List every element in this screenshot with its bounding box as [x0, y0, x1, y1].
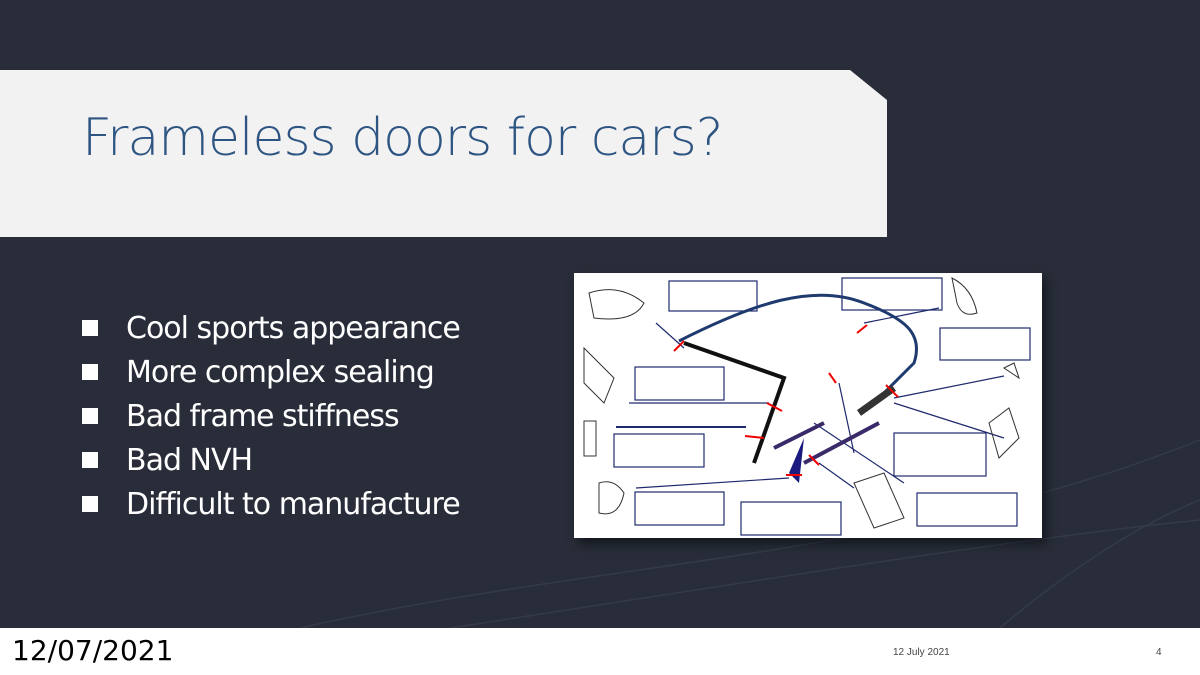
bullet-square-icon	[82, 452, 98, 468]
footer-date: 12/07/2021	[12, 634, 174, 667]
bullet-item: Bad NVH	[82, 438, 460, 482]
title-box: Frameless doors for cars?	[0, 70, 887, 237]
slide-title: Frameless doors for cars?	[82, 108, 723, 168]
bullet-item: Cool sports appearance	[82, 306, 461, 350]
bullet-item: Difficult to manufacture	[82, 482, 461, 526]
bullet-item: More complex sealing	[82, 350, 460, 394]
bullet-square-icon	[82, 408, 98, 424]
door-seal-diagram-image	[574, 273, 1042, 538]
page-number: 4	[1156, 647, 1162, 658]
bullet-list: Cool sports appearance More complex seal…	[82, 306, 461, 526]
bullet-square-icon	[82, 364, 98, 380]
slide: Frameless doors for cars? Cool sports ap…	[0, 0, 1200, 628]
footer-center-date: 12 July 2021	[893, 647, 950, 658]
bullet-square-icon	[82, 320, 98, 336]
bullet-square-icon	[82, 496, 98, 512]
bullet-item: Bad frame stiffness	[82, 394, 460, 438]
decorative-lines	[299, 439, 1200, 628]
